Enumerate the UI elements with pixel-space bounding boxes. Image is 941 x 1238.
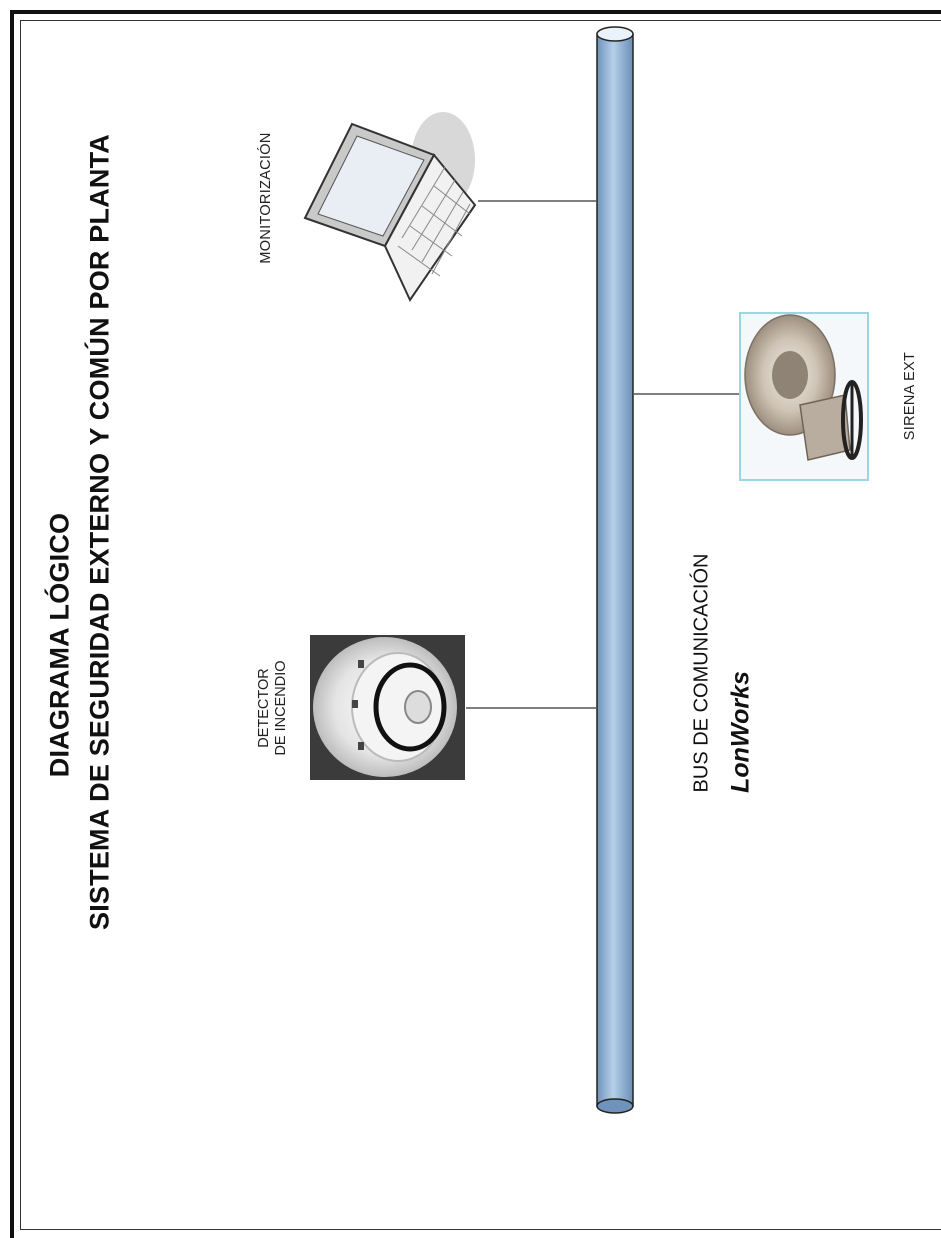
bus-brand-label: LonWorks: [726, 671, 755, 793]
detector-label-line2: DE INCENDIO: [273, 660, 289, 756]
monitor-label: MONITORIZACIÓN: [258, 132, 274, 264]
detector-label-line1: DETECTOR: [256, 668, 272, 748]
laptop-icon: [303, 112, 477, 303]
outer-frame: [10, 10, 941, 1238]
communication-bus: [596, 26, 634, 1114]
siren-label: SIRENA EXT: [902, 351, 918, 441]
bus-label: BUS DE COMUNICACIÓN: [690, 553, 713, 793]
smoke-detector-icon: [310, 635, 465, 780]
inner-frame: [20, 20, 941, 1230]
detector-label: DETECTOR DE INCENDIO: [256, 660, 290, 755]
horn-siren-icon: [739, 312, 869, 481]
